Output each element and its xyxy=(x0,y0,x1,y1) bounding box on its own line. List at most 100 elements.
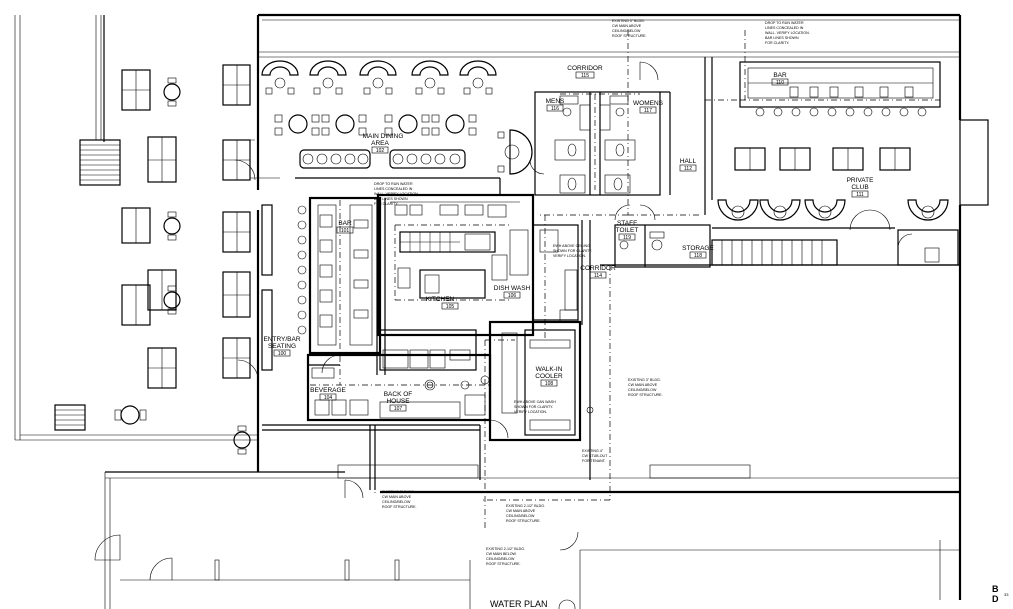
note-ewh-mid: EWH ABOVE CEILING. SHOWN FOR CLARITY. VE… xyxy=(553,244,592,258)
note-top-right: DROP TO RUN WATER LINES CONCEALED IN WAL… xyxy=(765,21,810,45)
svg-text:107: 107 xyxy=(394,406,403,412)
svg-text:BEVERAGE: BEVERAGE xyxy=(310,387,346,394)
svg-text:104: 104 xyxy=(324,395,333,401)
svg-text:HALL: HALL xyxy=(680,158,697,165)
room-dish-wash-106: DISH WASH 106 xyxy=(494,285,531,299)
svg-text:EXISTING 2-1/2" BLDG.: EXISTING 2-1/2" BLDG. xyxy=(506,504,545,508)
room-beverage-104: BEVERAGE 104 xyxy=(310,387,346,401)
svg-text:ROOF STRUCTURE.: ROOF STRUCTURE. xyxy=(382,505,417,509)
restrooms xyxy=(529,61,671,196)
svg-text:BAR LINES SHOWN: BAR LINES SHOWN xyxy=(765,36,799,40)
svg-text:EWH ABOVE CEILING.: EWH ABOVE CEILING. xyxy=(553,244,591,248)
building-shell xyxy=(14,13,989,609)
room-main-dining-102: MAIN DINING AREA 102 xyxy=(363,133,404,154)
svg-text:MAIN DINING: MAIN DINING xyxy=(363,133,404,140)
svg-text:117: 117 xyxy=(644,108,652,114)
svg-text:STAFF: STAFF xyxy=(617,220,637,227)
svg-text:EXISTING 4": EXISTING 4" xyxy=(582,449,604,453)
drawing-title: WATER PLAN xyxy=(490,599,576,609)
room-storage-118: STORAGE 118 xyxy=(682,245,714,259)
note-right-mid: EXISTING 3" BLDG. CW MAIN ABOVE CEILING/… xyxy=(628,378,663,397)
room-bar-101: BAR 101 xyxy=(336,220,354,234)
svg-text:KITCHEN: KITCHEN xyxy=(426,296,455,303)
svg-text:COOLER: COOLER xyxy=(535,373,563,380)
room-private-club-111: PRIVATE CLUB 111 xyxy=(847,177,875,198)
svg-text:ENTRY/BAR: ENTRY/BAR xyxy=(263,336,300,343)
room-entry-bar-100: ENTRY/BAR SEATING 100 xyxy=(263,336,300,357)
svg-text:EXISTING 3" BLDG.: EXISTING 3" BLDG. xyxy=(628,378,661,382)
patio-seating xyxy=(114,64,280,455)
svg-text:SHOWN FOR CLARITY.: SHOWN FOR CLARITY. xyxy=(553,249,592,253)
svg-text:108: 108 xyxy=(545,381,554,387)
svg-text:112: 112 xyxy=(684,166,692,172)
main-dining-furniture xyxy=(261,60,533,195)
svg-text:CLUB: CLUB xyxy=(851,184,868,191)
svg-text:DISH WASH: DISH WASH xyxy=(494,285,531,292)
svg-text:105: 105 xyxy=(446,304,455,310)
svg-text:EWH ABOVE CAN WASH: EWH ABOVE CAN WASH xyxy=(514,400,556,404)
svg-text:EXISTING 3" BLDG.: EXISTING 3" BLDG. xyxy=(382,490,415,494)
svg-text:CORRIDOR: CORRIDOR xyxy=(580,265,616,272)
svg-text:STORAGE: STORAGE xyxy=(682,245,714,252)
svg-text:102: 102 xyxy=(376,148,385,154)
svg-text:VERIFY LOCATION.: VERIFY LOCATION. xyxy=(514,410,547,414)
note-bottom-a: EXISTING 3" BLDG. CW MAIN ABOVE CEILING/… xyxy=(382,490,417,509)
svg-text:WALK-IN: WALK-IN xyxy=(536,366,563,373)
svg-text:100: 100 xyxy=(278,351,287,357)
note-bottom-right: EXISTING 4" CW STUB-OUT FOR TENANT. xyxy=(582,449,608,463)
svg-text:LINES CONCEALED IN: LINES CONCEALED IN xyxy=(765,26,804,30)
svg-text:WALL. VERIFY LOCATION.: WALL. VERIFY LOCATION. xyxy=(765,31,810,35)
note-ewh-low: EWH ABOVE CAN WASH SHOWN FOR CLARITY. VE… xyxy=(514,400,556,414)
svg-text:CEILING/BELOW: CEILING/BELOW xyxy=(506,514,535,518)
room-walk-in-cooler-108: WALK-IN COOLER 108 xyxy=(535,366,563,387)
note-bottom-b: EXISTING 2-1/2" BLDG. CW MAIN ABOVE CEIL… xyxy=(506,504,545,523)
room-staff-toilet-119: STAFF TOILET 119 xyxy=(616,220,639,241)
svg-text:SEATING: SEATING xyxy=(268,343,296,350)
note-top-center: EXISTING 3" BLDG. CW MAIN ABOVE CEILING/… xyxy=(612,19,647,38)
svg-text:119: 119 xyxy=(623,235,631,241)
svg-text:EXISTING 2-1/2" BLDG.: EXISTING 2-1/2" BLDG. xyxy=(486,547,525,551)
svg-text:LINES CONCEALED IN: LINES CONCEALED IN xyxy=(374,187,413,191)
svg-text:MENS: MENS xyxy=(546,98,565,105)
svg-text:AREA: AREA xyxy=(371,140,389,147)
svg-text:BAR: BAR xyxy=(338,220,352,227)
water-piping xyxy=(310,30,940,530)
room-labels: CORRIDOR 115 MENS 116 WOMENS 117 MAIN DI… xyxy=(263,65,874,412)
svg-text:CW MAIN ABOVE: CW MAIN ABOVE xyxy=(382,495,412,499)
walk-in-cooler xyxy=(488,320,582,442)
staff-storage-area xyxy=(614,204,711,268)
svg-text:SHOWN FOR CLARITY.: SHOWN FOR CLARITY. xyxy=(514,405,553,409)
svg-text:118: 118 xyxy=(694,253,702,259)
svg-text:106: 106 xyxy=(508,293,517,299)
svg-text:CW MAIN ABOVE: CW MAIN ABOVE xyxy=(506,509,536,513)
svg-text:CEILING/BELOW: CEILING/BELOW xyxy=(486,557,515,561)
note-bar-left: DROP TO RUN WATER LINES CONCEALED IN WAL… xyxy=(374,182,419,206)
svg-text:115: 115 xyxy=(581,73,589,79)
svg-text:WALL. VERIFY LOCATION.: WALL. VERIFY LOCATION. xyxy=(374,192,419,196)
svg-text:ROOF STRUCTURE.: ROOF STRUCTURE. xyxy=(486,562,521,566)
svg-text:WATER PLAN: WATER PLAN xyxy=(490,599,548,609)
room-bar-110: BAR 110 xyxy=(771,72,789,86)
room-womens-117: WOMENS 117 xyxy=(633,100,664,114)
svg-text:CW MAIN ABOVE: CW MAIN ABOVE xyxy=(628,383,658,387)
svg-text:CW STUB-OUT: CW STUB-OUT xyxy=(582,454,608,458)
svg-text:BAR: BAR xyxy=(773,72,787,79)
svg-text:FOR CLARITY.: FOR CLARITY. xyxy=(765,41,789,45)
svg-text:FOR TENANT.: FOR TENANT. xyxy=(582,459,606,463)
svg-text:CORRIDOR: CORRIDOR xyxy=(567,65,603,72)
svg-text:DROP TO RUN WATER: DROP TO RUN WATER xyxy=(374,182,413,186)
room-corridor-114: CORRIDOR 114 xyxy=(580,265,616,279)
svg-text:101: 101 xyxy=(341,228,350,234)
svg-text:110: 110 xyxy=(776,80,784,86)
note-bottom-c: EXISTING 2-1/2" BLDG. CW MAIN BELOW CEIL… xyxy=(486,547,525,566)
svg-text:CW MAIN ABOVE: CW MAIN ABOVE xyxy=(612,24,642,28)
hall-and-bar-right xyxy=(600,57,960,266)
svg-text:VERIFY LOCATION.: VERIFY LOCATION. xyxy=(553,254,586,258)
svg-text:BACK OF: BACK OF xyxy=(384,391,413,398)
svg-text:111: 111 xyxy=(856,192,864,198)
svg-text:CEILING/BELOW: CEILING/BELOW xyxy=(628,388,657,392)
svg-text:HOUSE: HOUSE xyxy=(386,398,410,405)
svg-text:BAR LINES SHOWN: BAR LINES SHOWN xyxy=(374,197,408,201)
svg-text:FOR CLARITY.: FOR CLARITY. xyxy=(374,202,398,206)
